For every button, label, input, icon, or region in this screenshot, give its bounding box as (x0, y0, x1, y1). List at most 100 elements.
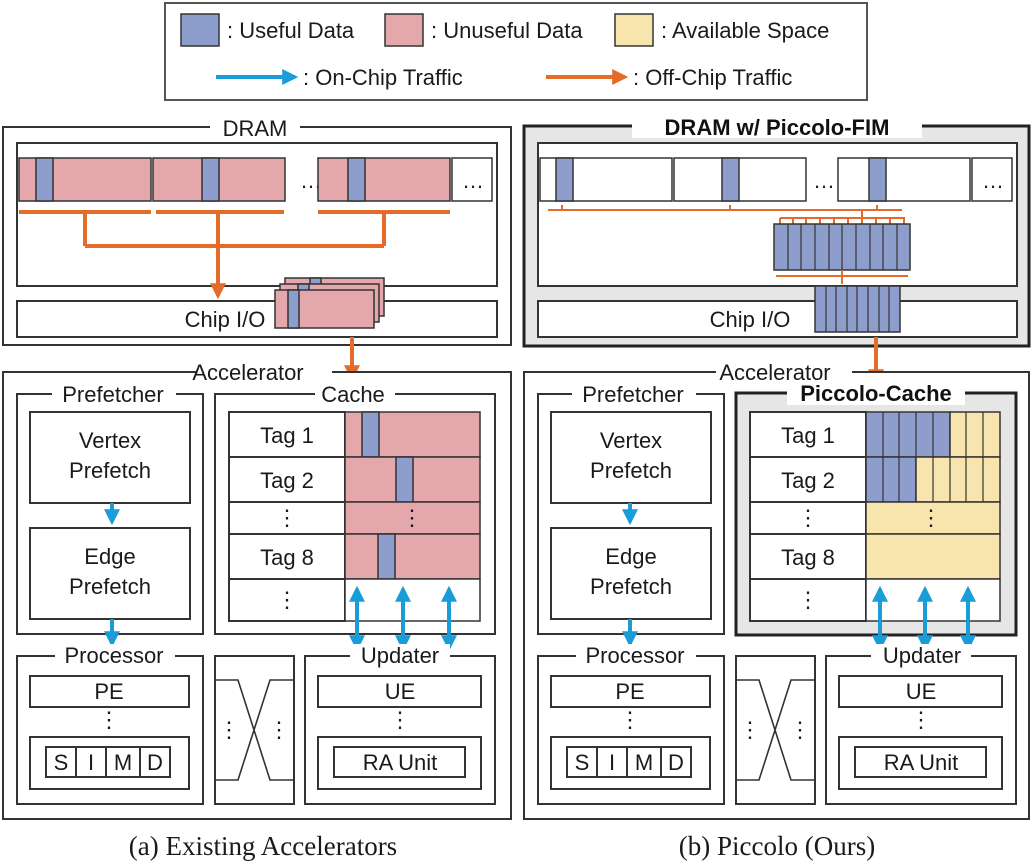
crossbar-a-dots-right: ⋮ (268, 717, 290, 742)
simd-a-d: D (147, 750, 163, 775)
prefetcher-a-title: Prefetcher (62, 382, 164, 407)
dram-b-fim-buffer (773, 223, 911, 271)
dram-b-useful-3 (868, 157, 887, 202)
simd-a-s: S (54, 750, 69, 775)
cache-a-data-column (344, 411, 481, 622)
accelerator-a-title: Accelerator (192, 360, 303, 385)
cache-a-title: Cache (321, 382, 385, 407)
dram-b-useful-2 (721, 157, 740, 202)
pe-a (29, 675, 190, 708)
caption-b: (b) Piccolo (Ours) (679, 831, 875, 861)
dram-b-row-3 (837, 157, 971, 202)
dram-a-title: DRAM (223, 116, 288, 141)
piccolo-cache-tag-2: Tag 2 (781, 468, 835, 493)
dram-b-ellipsis-1: … (813, 168, 835, 193)
piccolo-cache-tag-8: Tag 8 (781, 545, 835, 570)
ra-unit-a-label: RA Unit (363, 750, 438, 775)
chip-io-b-packet (814, 285, 901, 333)
prefetcher-b-title: Prefetcher (582, 382, 684, 407)
unuseful-data-swatch (384, 13, 424, 47)
panel-a-accelerator: Accelerator Prefetcher Vertex Prefetch E… (2, 360, 512, 820)
ra-unit-b (854, 746, 987, 778)
ue-a-label: UE (385, 679, 416, 704)
simd-a-m: M (114, 750, 132, 775)
cache-a-updater-arrows (349, 585, 457, 652)
piccolo-cache-data-dots: ⋮ (920, 505, 942, 530)
processor-a-title: Processor (64, 643, 163, 668)
edge-prefetch-b-line1: Edge (605, 544, 656, 569)
pe-a-label: PE (94, 679, 123, 704)
piccolo-cache-tag-dots-2: ⋮ (797, 587, 819, 612)
chip-io-a-packets (274, 277, 385, 329)
dram-b-title: DRAM w/ Piccolo-FIM (665, 115, 890, 140)
dram-b-useful-1 (555, 157, 574, 202)
cache-a-tag-dots-2: ⋮ (276, 587, 298, 612)
legend-frame (164, 2, 868, 101)
ue-a-dots: ⋮ (389, 707, 411, 732)
simd-b-i: I (609, 750, 615, 775)
vertex-prefetch-b (550, 411, 712, 504)
piccolo-cache-updater-arrows (872, 585, 976, 652)
simd-b-m: M (635, 750, 653, 775)
pe-a-dots: ⋮ (98, 707, 120, 732)
updater-a-title: Updater (361, 643, 439, 668)
cache-a-tag-2: Tag 2 (260, 468, 314, 493)
ue-b-dots: ⋮ (910, 707, 932, 732)
vertex-prefetch-a-line1: Vertex (79, 428, 141, 453)
piccolo-cache-tag-1: Tag 1 (781, 423, 835, 448)
pe-b-dots: ⋮ (619, 707, 641, 732)
dram-a-useful-1 (35, 157, 54, 202)
ra-unit-b-label: RA Unit (884, 750, 959, 775)
available-space-swatch (614, 13, 654, 47)
cache-a-tag-column (228, 411, 346, 622)
cache-a-tag-1: Tag 1 (260, 423, 314, 448)
crossbar-b-dots-left: ⋮ (739, 717, 761, 742)
updater-b-title: Updater (883, 643, 961, 668)
piccolo-cache-data-column (865, 411, 1001, 622)
edge-prefetch-b-line2: Prefetch (590, 574, 672, 599)
dram-a-bus (19, 210, 450, 248)
edge-prefetch-b (550, 527, 712, 620)
legend: : Useful Data : Unuseful Data : Availabl… (164, 2, 868, 101)
simd-b-d: D (668, 750, 684, 775)
processor-b-title: Processor (585, 643, 684, 668)
legend-on-chip-label: : On-Chip Traffic (303, 65, 463, 90)
panel-a-dram: DRAM … … Chip I/O (2, 116, 512, 346)
ue-b (838, 675, 1003, 708)
chip-io-b-label: Chip I/O (710, 307, 791, 332)
legend-available-label: : Available Space (661, 18, 829, 43)
chip-io-a-label: Chip I/O (185, 307, 266, 332)
panel-b-dram: DRAM w/ Piccolo-FIM … … (522, 114, 1031, 348)
dram-a-ellipsis-1: … (300, 168, 322, 193)
dram-a-useful-3 (347, 157, 366, 202)
vertex-prefetch-a (29, 411, 191, 504)
crossbar-b-dots-right: ⋮ (789, 717, 811, 742)
chip-io-b (537, 300, 1018, 338)
legend-useful-label: : Useful Data (227, 18, 355, 43)
dram-b-ellipsis-2: … (982, 168, 1004, 193)
vertex-prefetch-b-line1: Vertex (600, 428, 662, 453)
cache-a-tag-dots-1: ⋮ (276, 505, 298, 530)
dram-b-row-2 (673, 157, 807, 202)
vertex-prefetch-b-line2: Prefetch (590, 458, 672, 483)
piccolo-cache-tag-column (749, 411, 867, 622)
crossbar-a-dots-left: ⋮ (218, 717, 240, 742)
cache-a-data-dots: ⋮ (401, 505, 423, 530)
legend-unuseful-label: : Unuseful Data (431, 18, 583, 43)
dram-a-useful-2 (201, 157, 220, 202)
chip-io-a (16, 300, 498, 338)
piccolo-cache-tag-dots-1: ⋮ (797, 505, 819, 530)
pe-b (550, 675, 711, 708)
edge-prefetch-a-line2: Prefetch (69, 574, 151, 599)
ue-b-label: UE (906, 679, 937, 704)
dram-b-fim-bus (548, 205, 905, 224)
legend-off-chip-label: : Off-Chip Traffic (633, 65, 792, 90)
dram-a-ellipsis-2: … (462, 168, 484, 193)
edge-prefetch-a (29, 527, 191, 620)
ra-unit-a (333, 746, 466, 778)
cache-a-tag-8: Tag 8 (260, 545, 314, 570)
dram-a-row-3 (317, 157, 451, 202)
ue-a (317, 675, 482, 708)
simd-a-i: I (88, 750, 94, 775)
